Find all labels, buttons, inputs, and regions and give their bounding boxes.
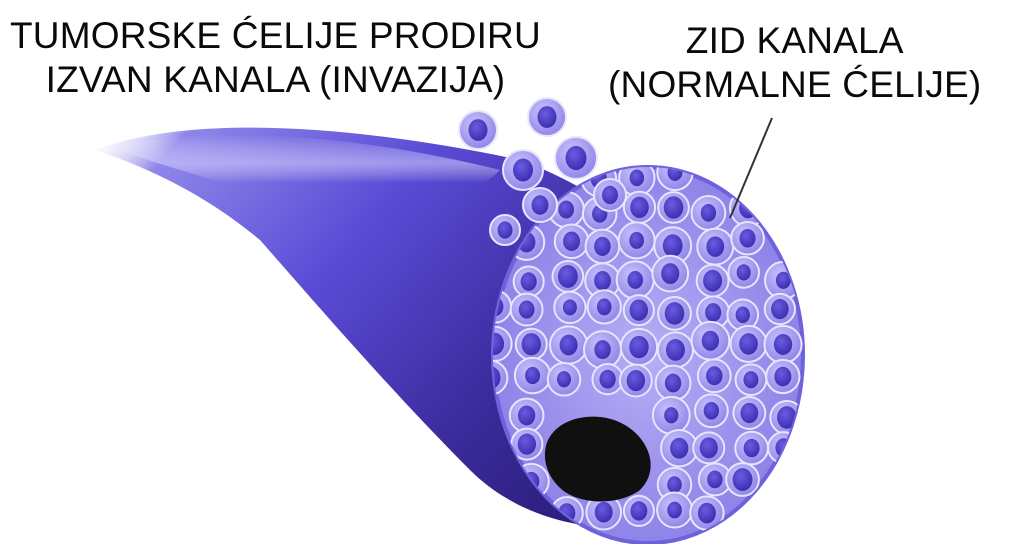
- invading-cell: [594, 179, 626, 211]
- duct-cell: [620, 365, 652, 397]
- duct-cell: [552, 261, 583, 292]
- duct-cell: [764, 326, 801, 363]
- invading-cell: [523, 188, 557, 222]
- duct-cell: [690, 496, 723, 529]
- duct-cell: [661, 430, 697, 466]
- duct-cell: [765, 294, 795, 324]
- duct-cell: [586, 230, 620, 264]
- duct-cell: [510, 399, 544, 433]
- duct-cell: [658, 332, 693, 367]
- duct-cell: [658, 192, 689, 223]
- duct-cell: [736, 364, 767, 395]
- duct-cell: [653, 397, 690, 434]
- invading-cell: [490, 215, 520, 245]
- duct-wall-label: ZID KANALA (NORMALNE ĆELIJE): [608, 19, 981, 107]
- duct-cell: [511, 294, 543, 326]
- duct-cell: [550, 326, 587, 363]
- duct-cell: [516, 329, 547, 360]
- duct-cell: [728, 257, 759, 288]
- duct-cell: [548, 363, 581, 396]
- duct-cell: [726, 463, 759, 496]
- duct-cell: [731, 326, 767, 362]
- duct-cell: [619, 222, 655, 258]
- duct-cell: [766, 360, 799, 393]
- duct-cell: [695, 394, 728, 427]
- duct-wall-label-line1: ZID KANALA: [608, 19, 981, 63]
- duct-cell: [624, 192, 655, 223]
- duct-cell: [727, 299, 758, 330]
- duct-cell: [656, 366, 691, 401]
- duct-cell: [697, 229, 733, 265]
- duct-wall-pointer: [730, 118, 772, 218]
- invasion-label-line2: IZVAN KANALA (INVAZIJA): [10, 58, 541, 102]
- duct-cell: [621, 329, 657, 365]
- duct-cell: [698, 359, 731, 392]
- invasion-label-line1: TUMORSKE ĆELIJE PRODIRU: [10, 14, 541, 58]
- duct-cell: [617, 261, 654, 298]
- duct-cell: [735, 432, 768, 465]
- duct-cell: [731, 222, 764, 255]
- duct-cell: [592, 364, 622, 394]
- duct-cell: [652, 256, 688, 292]
- duct-cell: [692, 322, 730, 360]
- duct-cell: [624, 295, 654, 325]
- invading-cell: [503, 150, 543, 190]
- duct-cell: [658, 297, 691, 330]
- duct-cell: [730, 190, 766, 226]
- invasion-label: TUMORSKE ĆELIJE PRODIRU IZVAN KANALA (IN…: [10, 14, 541, 102]
- duct-cell: [657, 493, 692, 528]
- duct-cell: [692, 196, 726, 230]
- duct-cell: [554, 292, 585, 323]
- duct-wall-label-line2: (NORMALNE ĆELIJE): [608, 63, 981, 107]
- duct-cell: [555, 224, 589, 258]
- duct-cell: [515, 358, 550, 393]
- duct-cell: [697, 265, 729, 297]
- duct-cell: [733, 397, 765, 429]
- invading-cell: [459, 111, 497, 149]
- invading-cell: [528, 98, 566, 136]
- duct-cell: [588, 290, 621, 323]
- duct-cell: [584, 331, 621, 368]
- duct-cell: [514, 267, 544, 297]
- invading-cell: [555, 137, 597, 179]
- duct-cell: [693, 432, 724, 463]
- duct-cell: [624, 496, 654, 526]
